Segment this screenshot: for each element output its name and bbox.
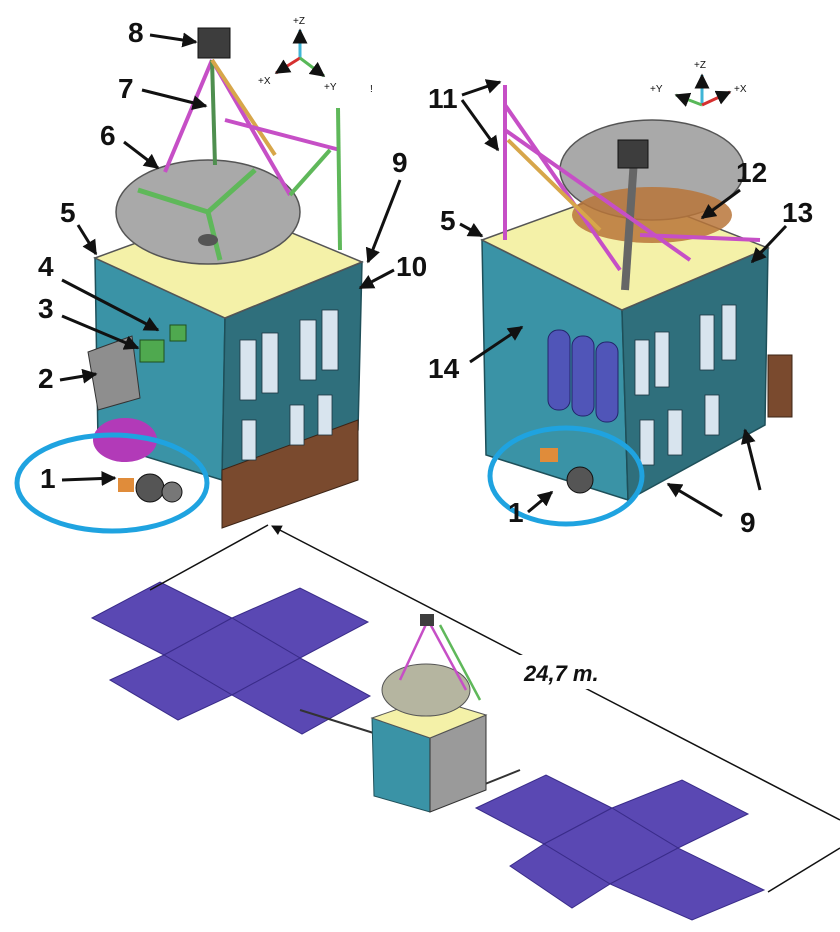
small-tower-struts	[398, 619, 482, 701]
side-panel-boxes-right	[634, 304, 737, 466]
callout-7: 7	[118, 73, 134, 104]
thruster-highlight-ring-right	[487, 425, 645, 527]
small-reflector	[420, 614, 434, 626]
callout-8: 8	[128, 17, 144, 48]
callout-9-right: 9	[740, 507, 756, 538]
thruster-cluster-left	[135, 473, 165, 503]
callout-1-left: 1	[40, 463, 56, 494]
callout-5-right: 5	[440, 205, 456, 236]
callout-5-left: 5	[60, 197, 76, 228]
axis-right-x-label: +X	[734, 84, 747, 95]
callout-3: 3	[38, 293, 54, 324]
tower-struts-left	[163, 58, 342, 251]
deployed-configuration: 24,7 m.	[90, 524, 840, 921]
axis-right-y-label: +Y	[650, 84, 663, 95]
axis-right-z-label: +Z	[694, 60, 706, 71]
top-reflector-left	[197, 27, 231, 59]
axis-triad-right: +Z +Y +X	[650, 60, 747, 107]
solar-array-right-wing	[474, 774, 766, 921]
green-module-2-left	[169, 324, 187, 342]
axis-left-z-label: +Z	[293, 16, 305, 27]
top-reflector-right	[617, 139, 649, 169]
axis-left-y-label: +Y	[324, 82, 337, 93]
callout-1-right: 1	[508, 497, 524, 528]
dimension-extension-bottom	[767, 847, 840, 893]
callouts-left: 8 7 6 5 4 3 2 1 9 10	[38, 17, 427, 494]
thruster-highlight-ring-left	[14, 432, 210, 534]
axis-triad-left: +Z +X +Y !	[258, 16, 373, 95]
lower-skirt-left	[221, 419, 359, 529]
payload-box-left	[87, 335, 141, 411]
small-antenna-dish	[381, 663, 471, 717]
callout-4: 4	[38, 251, 54, 282]
side-panel-boxes-left	[239, 309, 339, 461]
dish-feed-left	[198, 234, 218, 246]
callout-10: 10	[396, 251, 427, 282]
side-brown-panel-right	[767, 354, 793, 418]
spacecraft-view-right	[480, 85, 793, 527]
callouts-right: 11 12 13 5 14 1 9	[428, 79, 813, 538]
propellant-tank-left	[93, 418, 157, 462]
callout-14: 14	[428, 353, 460, 384]
callout-12: 12	[736, 157, 767, 188]
axis-tick-mark: !	[370, 84, 373, 95]
callout-2: 2	[38, 363, 54, 394]
propellant-tanks-right	[547, 329, 619, 423]
thruster-orange-right	[540, 448, 558, 462]
callout-11: 11	[428, 83, 458, 114]
thruster-cluster-right	[566, 466, 594, 494]
axis-left-x-label: +X	[258, 76, 271, 87]
green-module-left	[139, 339, 165, 363]
array-yoke-left	[299, 709, 381, 736]
dish-base-right	[572, 187, 732, 243]
thruster-orange-left	[118, 478, 134, 492]
tower-struts-right	[503, 85, 761, 272]
callout-13: 13	[782, 197, 813, 228]
dimension-extension-top	[149, 524, 269, 591]
callout-9-left: 9	[392, 147, 408, 178]
callout-6: 6	[100, 120, 116, 151]
spacecraft-view-left	[14, 27, 364, 534]
span-dimension-label: 24,7 m.	[523, 661, 599, 686]
solar-array-left-wing	[90, 581, 372, 735]
